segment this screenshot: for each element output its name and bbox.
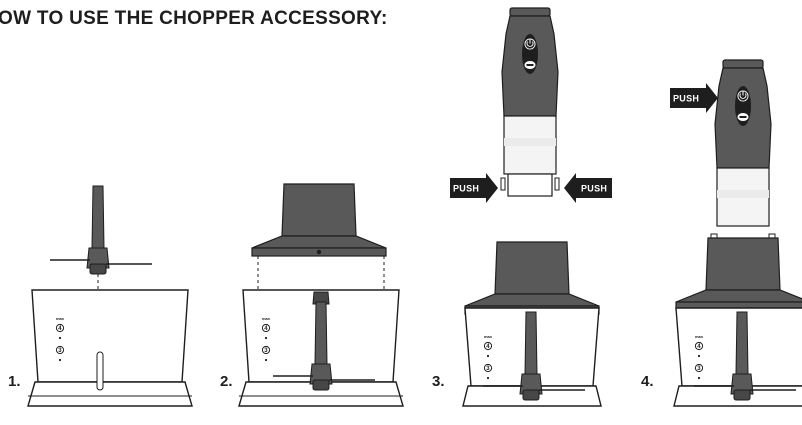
svg-text:3: 3 <box>697 366 701 372</box>
svg-text:3: 3 <box>486 366 490 372</box>
push-arrow-icon: PUSH <box>450 173 498 203</box>
step-4-lid <box>675 237 802 311</box>
svg-text:4: 4 <box>486 344 490 350</box>
step-1-bowl <box>27 289 193 407</box>
push-arrow-icon: PUSH <box>564 173 612 203</box>
step-number-2: 2. <box>220 373 233 390</box>
svg-text:4: 4 <box>58 326 62 332</box>
step-3-illustration: PUSH PUSH 4 3 <box>450 7 612 407</box>
svg-text:PUSH: PUSH <box>673 94 699 104</box>
step-2-blade <box>272 291 376 391</box>
step-3-handle <box>500 7 560 197</box>
svg-text:3: 3 <box>58 348 62 354</box>
step-2-lid <box>251 183 387 257</box>
step-3-lid <box>464 241 600 315</box>
step-number-3: 3. <box>432 373 445 390</box>
step-2-bowl-markings: 4 3 <box>261 315 272 362</box>
svg-text:PUSH: PUSH <box>453 184 479 194</box>
svg-text:3: 3 <box>264 348 268 354</box>
step-4-bowl-markings: 4 3 <box>694 333 705 380</box>
svg-text:4: 4 <box>697 344 701 350</box>
step-number-1: 1. <box>8 373 21 390</box>
step-1-bowl-markings: 4 3 <box>55 315 66 362</box>
step-1-illustration: 4 3 <box>27 185 193 407</box>
svg-text:4: 4 <box>264 326 268 332</box>
step-4-illustration: PUSH 4 3 <box>670 59 802 407</box>
step-number-4: 4. <box>641 373 654 390</box>
chopper-blade-icon <box>49 185 153 275</box>
step-2-illustration: 4 3 <box>238 183 404 407</box>
step-4-handle <box>710 59 776 249</box>
page-title: OW TO USE THE CHOPPER ACCESSORY: <box>0 8 388 29</box>
svg-text:PUSH: PUSH <box>581 184 607 194</box>
step-3-bowl-markings: 4 3 <box>483 333 494 380</box>
push-arrow-icon: PUSH <box>670 83 718 113</box>
